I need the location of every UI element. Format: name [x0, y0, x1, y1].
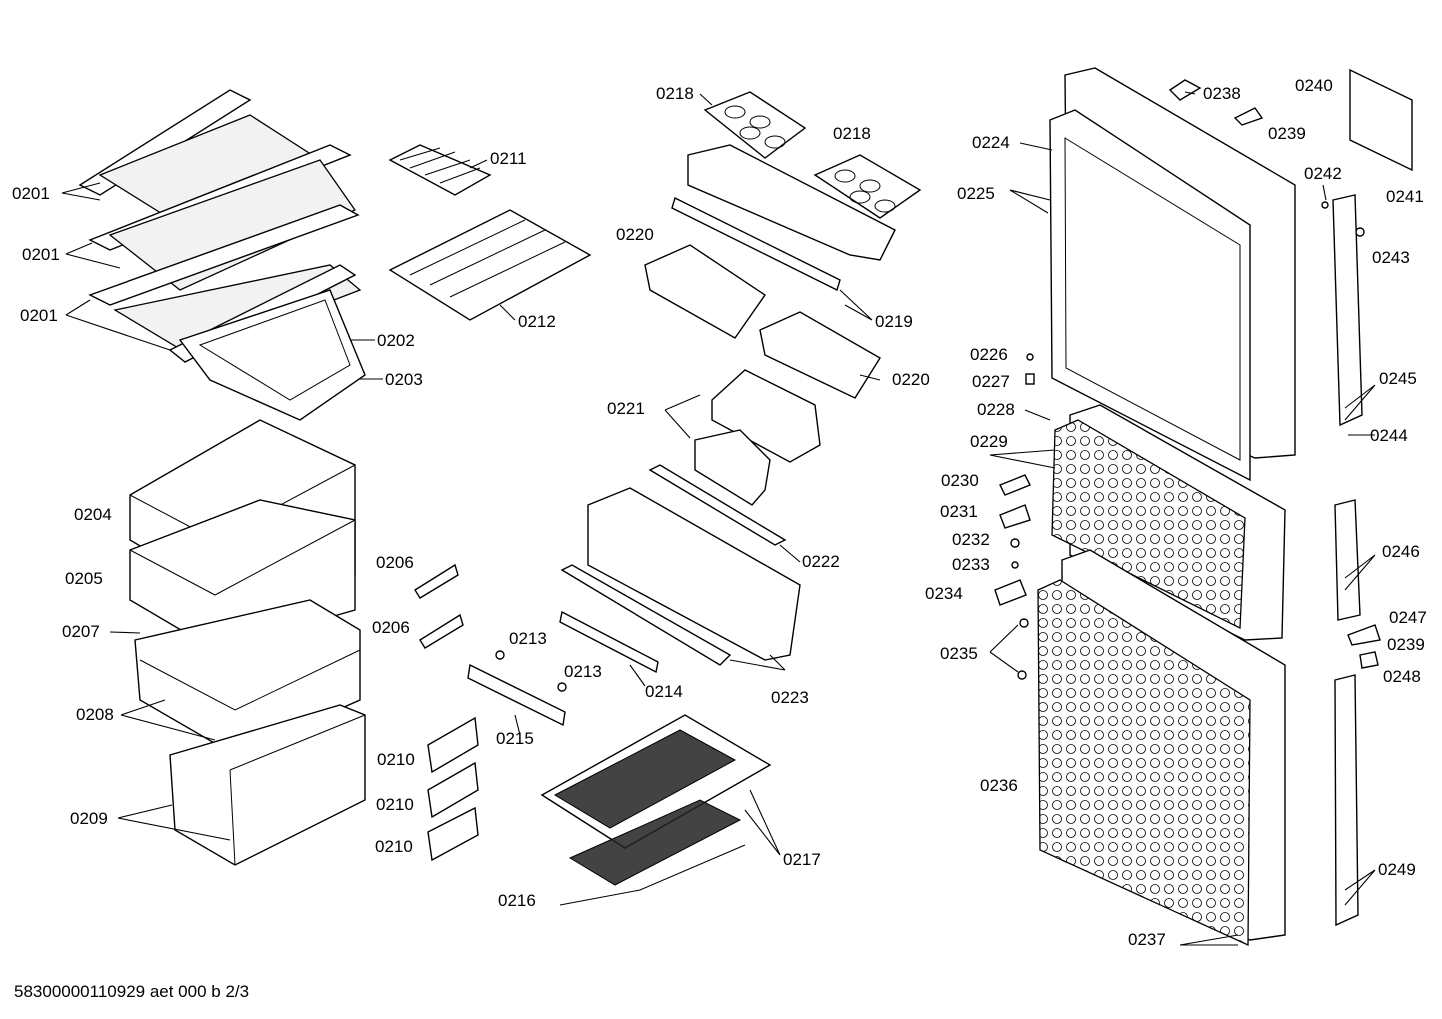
ice-cube-tray — [388, 144, 492, 196]
part-label-0229: 0229 — [970, 432, 1008, 451]
part-label-0242: 0242 — [1304, 164, 1342, 183]
part-label-0215: 0215 — [496, 729, 534, 748]
part-label-0208: 0208 — [76, 705, 114, 724]
part-label-0240: 0240 — [1295, 76, 1333, 95]
part-label-0241: 0241 — [1386, 187, 1424, 206]
part-label-0214: 0214 — [645, 682, 683, 701]
fridge-door — [1049, 67, 1296, 482]
part-label-0220b: 0220 — [892, 370, 930, 389]
part-label-0236: 0236 — [980, 776, 1018, 795]
leader-lines — [61, 91, 1376, 946]
part-label-0232: 0232 — [952, 530, 990, 549]
part-label-0225: 0225 — [957, 184, 995, 203]
freezer-door-lower — [1037, 549, 1286, 947]
part-label-0224: 0224 — [972, 133, 1010, 152]
part-label-0238: 0238 — [1203, 84, 1241, 103]
door-racks — [560, 144, 896, 666]
part-label-0209: 0209 — [70, 809, 108, 828]
part-label-0218a: 0218 — [656, 84, 694, 103]
part-label-0231: 0231 — [940, 502, 978, 521]
part-label-0210c: 0210 — [375, 837, 413, 856]
part-label-0239a: 0239 — [1268, 124, 1306, 143]
part-label-0228: 0228 — [977, 400, 1015, 419]
part-label-0230: 0230 — [941, 471, 979, 490]
part-label-0219: 0219 — [875, 312, 913, 331]
part-label-0213b: 0213 — [564, 662, 602, 681]
part-label-0220a: 0220 — [616, 225, 654, 244]
part-label-0212: 0212 — [518, 312, 556, 331]
part-label-0211: 0211 — [490, 149, 527, 168]
part-label-0217: 0217 — [783, 850, 821, 869]
part-label-0239b: 0239 — [1387, 635, 1425, 654]
hinge-hardware — [994, 68, 1413, 927]
part-label-0223: 0223 — [771, 688, 809, 707]
part-label-0216: 0216 — [498, 891, 536, 910]
part-label-0207: 0207 — [62, 622, 100, 641]
rails-and-screws — [467, 610, 659, 727]
part-label-0249: 0249 — [1378, 860, 1416, 879]
vegetable-cover-shelf — [540, 714, 772, 906]
part-label-0233: 0233 — [952, 555, 990, 574]
part-label-0237: 0237 — [1128, 930, 1166, 949]
part-label-0204: 0204 — [74, 505, 112, 524]
part-label-0203: 0203 — [385, 370, 423, 389]
part-label-0210b: 0210 — [376, 795, 414, 814]
freezer-grid-shelf — [388, 209, 592, 321]
part-label-0246: 0246 — [1382, 542, 1420, 561]
part-label-0206a: 0206 — [376, 553, 414, 572]
part-label-0234: 0234 — [925, 584, 963, 603]
part-label-0201b: 0201 — [22, 245, 60, 264]
part-label-0213a: 0213 — [509, 629, 547, 648]
part-label-0235: 0235 — [940, 644, 978, 663]
part-label-0201a: 0201 — [12, 184, 50, 203]
part-label-0245: 0245 — [1379, 369, 1417, 388]
crisper-drawers — [129, 419, 366, 866]
part-label-0205: 0205 — [65, 569, 103, 588]
part-label-0221: 0221 — [607, 399, 645, 418]
part-label-0227: 0227 — [972, 372, 1010, 391]
part-label-0206b: 0206 — [372, 618, 410, 637]
part-label-0201c: 0201 — [20, 306, 58, 325]
part-label-0218b: 0218 — [833, 124, 871, 143]
clip-covers — [427, 716, 479, 862]
part-label-0226: 0226 — [970, 345, 1008, 364]
shelf-frame-tray — [178, 289, 366, 421]
egg-trays — [703, 91, 922, 219]
part-label-0202: 0202 — [377, 331, 415, 350]
part-label-0222: 0222 — [802, 552, 840, 571]
part-label-0243: 0243 — [1372, 248, 1410, 267]
part-label-0244: 0244 — [1370, 426, 1408, 445]
shelf-strips — [414, 563, 464, 649]
part-label-0248: 0248 — [1383, 667, 1421, 686]
part-label-0247: 0247 — [1389, 608, 1427, 627]
part-label-0210a: 0210 — [377, 750, 415, 769]
document-reference: 58300000110929 aet 000 b 2/3 — [14, 982, 250, 1001]
freezer-door-upper — [1051, 404, 1286, 641]
